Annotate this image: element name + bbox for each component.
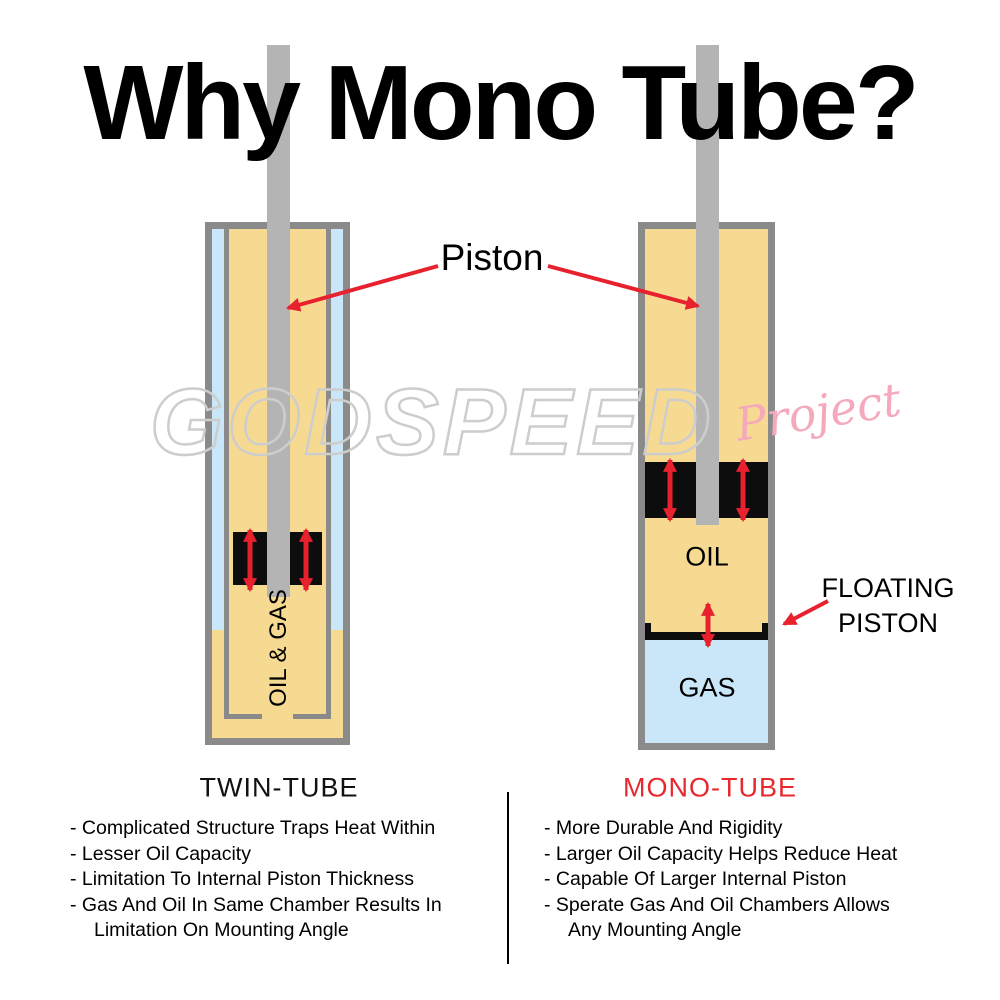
mono-tube-caption: MONO-TUBE	[623, 772, 797, 803]
twin-point: - Gas And Oil In Same Chamber Results In	[70, 893, 442, 916]
twin-point: - Complicated Structure Traps Heat Withi…	[70, 817, 436, 839]
twin-oil-gas-label: OIL & GAS	[265, 589, 292, 707]
mono-gas-chamber	[645, 640, 768, 743]
twin-tube-points: - Complicated Structure Traps Heat Withi…	[70, 816, 520, 944]
twin-point: - Limitation To Internal Piston Thicknes…	[70, 868, 414, 890]
twin-point: - Lesser Oil Capacity	[70, 842, 251, 865]
mono-oil-label: OIL	[685, 541, 729, 572]
mono-point: - Capable Of Larger Internal Piston	[544, 868, 847, 890]
mono-gas-label: GAS	[678, 672, 736, 703]
mono-tube-points: - More Durable And Rigidity - Larger Oil…	[544, 816, 989, 944]
watermark-text: GODSPEED	[149, 368, 715, 476]
mono-point: - Larger Oil Capacity Helps Reduce Heat	[544, 842, 898, 865]
floating-piston-annotation: FLOATING PISTON	[821, 571, 954, 641]
piston-annotation: Piston	[440, 237, 544, 278]
page-title: Why Mono Tube?	[83, 44, 919, 162]
inner-tube-foot-right	[293, 714, 326, 719]
column-divider	[507, 792, 509, 964]
twin-piston-rod	[267, 45, 290, 597]
floating-piston-annotation-line2: PISTON	[837, 608, 939, 638]
mono-point-continued: Any Mounting Angle	[568, 919, 742, 941]
mono-point: - More Durable And Rigidity	[544, 817, 783, 839]
mono-point: - Sperate Gas And Oil Chambers Allows	[544, 893, 890, 916]
floating-piston-annotation-line1: FLOATING	[821, 572, 955, 603]
inner-tube-foot-left	[229, 714, 262, 719]
mono-piston-rod	[696, 45, 719, 525]
twin-tube-caption: TWIN-TUBE	[199, 772, 359, 803]
twin-point-continued: Limitation On Mounting Angle	[94, 919, 349, 941]
